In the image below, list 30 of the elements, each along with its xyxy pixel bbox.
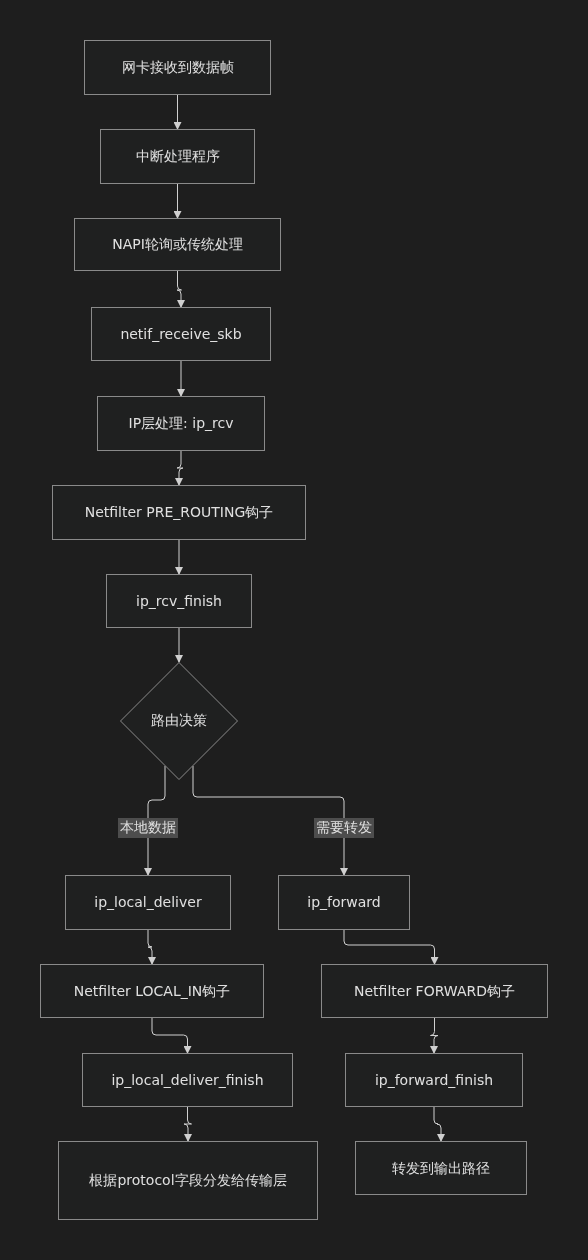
process-box: 网卡接收到数据帧 (84, 40, 271, 95)
process-box: NAPI轮询或传统处理 (74, 218, 281, 271)
process-box: ip_forward_finish (345, 1053, 523, 1107)
arrow (433, 1106, 445, 1142)
arrow (175, 627, 183, 663)
arrow (175, 450, 184, 486)
process-box: 中断处理程序 (100, 129, 255, 184)
edge-label: 需要转发 (314, 818, 374, 838)
process-box: IP层处理: ip_rcv (97, 396, 265, 451)
arrow (173, 183, 182, 219)
process-box: 根据protocol字段分发给传输层 (58, 1141, 318, 1220)
process-box: Netfilter PRE_ROUTING钩子 (52, 485, 306, 540)
decision-diamond: 路由决策 (120, 662, 238, 780)
arrow (175, 539, 183, 575)
process-box: ip_forward (278, 875, 410, 930)
arrow (176, 270, 185, 308)
arrow (147, 929, 156, 965)
arrow (192, 765, 348, 876)
arrow (183, 1106, 192, 1142)
arrow (173, 94, 182, 130)
process-box: ip_rcv_finish (106, 574, 252, 628)
arrow (177, 360, 185, 397)
process-box: Netfilter FORWARD钩子 (321, 964, 548, 1018)
arrow (151, 1017, 192, 1054)
edge-label: 本地数据 (118, 818, 178, 838)
process-box: netif_receive_skb (91, 307, 271, 361)
process-box: 转发到输出路径 (355, 1141, 527, 1195)
process-box: ip_local_deliver (65, 875, 231, 930)
process-box: Netfilter LOCAL_IN钩子 (40, 964, 264, 1018)
process-box: ip_local_deliver_finish (82, 1053, 293, 1107)
